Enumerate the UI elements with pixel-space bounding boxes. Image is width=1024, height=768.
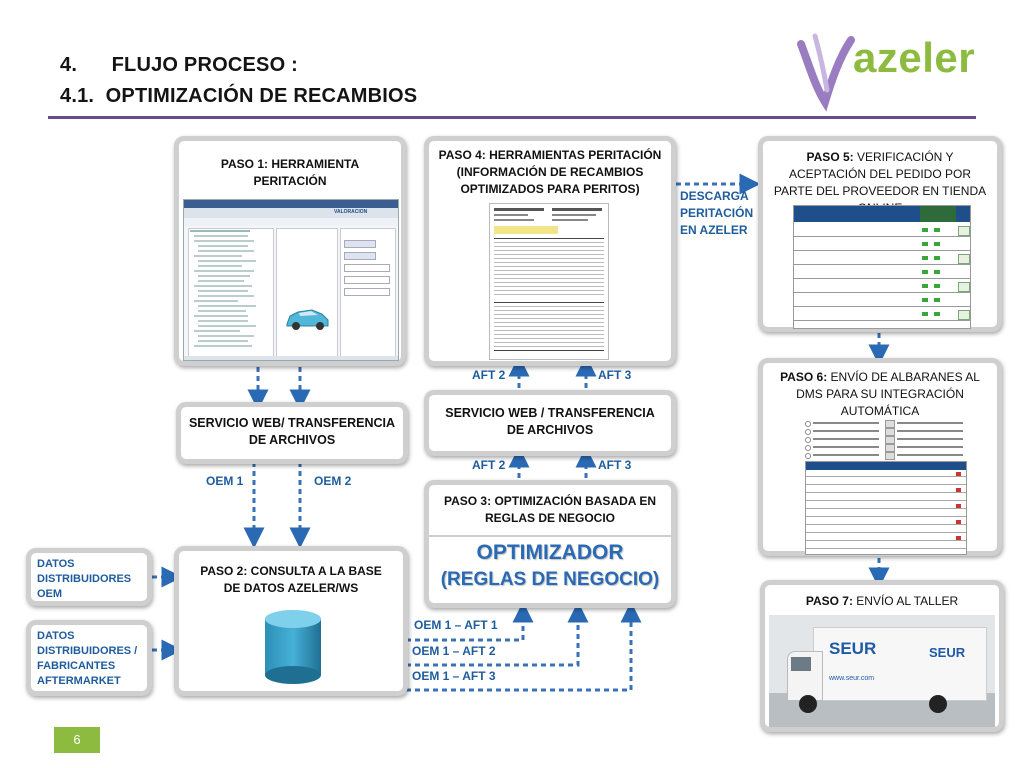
title-line-1: 4. FLUJO PROCESO : bbox=[60, 54, 298, 76]
paso3-box: PASO 3: OPTIMIZACIÓN BASADA EN REGLAS DE… bbox=[424, 480, 676, 608]
oem2-label: OEM 2 bbox=[314, 474, 352, 488]
servicio-web-mid-label: SERVICIO WEB / TRANSFERENCIA DE ARCHIVOS bbox=[445, 406, 655, 437]
oem1-label: OEM 1 bbox=[206, 474, 244, 488]
flow-oem1-aft2: OEM 1 – AFT 2 bbox=[412, 644, 496, 658]
logo-text: azeler bbox=[853, 34, 976, 81]
paso1-title: PASO 1: HERRAMIENTA PERITACIÓN bbox=[220, 157, 360, 188]
seur-logo-text: SEUR bbox=[829, 639, 877, 658]
database-icon bbox=[265, 610, 321, 684]
truck-wheel-rear bbox=[929, 695, 947, 713]
descarga-label: DESCARGA PERITACIÓN EN AZELER bbox=[680, 189, 754, 237]
servicio-web-mid-box: SERVICIO WEB / TRANSFERENCIA DE ARCHIVOS bbox=[424, 390, 676, 456]
datos-aft-box: DATOS DISTRIBUIDORES / FABRICANTES AFTER… bbox=[26, 620, 152, 696]
flow-oem1-aft1: OEM 1 – AFT 1 bbox=[414, 618, 498, 632]
servicio-web-left-label: SERVICIO WEB/ TRANSFERENCIA DE ARCHIVOS bbox=[188, 416, 396, 447]
azeler-logo: azeler bbox=[793, 20, 983, 112]
paso5-label: PASO 5: bbox=[806, 150, 854, 164]
paso4-title: PASO 4: HERRAMIENTAS PERITACIÓN (INFORMA… bbox=[438, 148, 662, 196]
order-table-screenshot bbox=[793, 205, 971, 329]
aft2-top-label: AFT 2 bbox=[472, 368, 506, 382]
paso7-title: PASO 7: ENVÍO AL TALLER bbox=[765, 593, 999, 610]
slide-number: 6 bbox=[54, 727, 100, 753]
paso7-label: PASO 7: bbox=[805, 594, 853, 608]
flow-oem1-aft3: OEM 1 – AFT 3 bbox=[412, 669, 496, 683]
paso1-box: PASO 1: HERRAMIENTA PERITACIÓN VALORACIO… bbox=[174, 136, 406, 366]
car-icon bbox=[286, 309, 329, 330]
paso3-title: PASO 3: OPTIMIZACIÓN BASADA EN REGLAS DE… bbox=[443, 494, 656, 525]
optimizador-line2: (REGLAS DE NEGOCIO) bbox=[440, 569, 660, 590]
seur-web-text: www.seur.com bbox=[829, 675, 875, 682]
peritacion-report-screenshot bbox=[489, 203, 609, 360]
albaran-provider-list bbox=[805, 419, 965, 460]
paso4-box: PASO 4: HERRAMIENTAS PERITACIÓN (INFORMA… bbox=[424, 136, 676, 366]
paso2-box: PASO 2: CONSULTA A LA BASE DE DATOS AZEL… bbox=[174, 546, 408, 696]
aft2-mid-label: AFT 2 bbox=[472, 458, 506, 472]
datos-oem-box: DATOS DISTRIBUIDORES OEM bbox=[26, 548, 152, 606]
title-line-2: 4.1. OPTIMIZACIÓN DE RECAMBIOS bbox=[60, 85, 418, 107]
peritacion-tool-screenshot: VALORACION bbox=[183, 199, 399, 361]
header-rule bbox=[48, 116, 976, 119]
delivery-truck-photo: SEUR SEUR www.seur.com bbox=[769, 615, 995, 727]
paso7-box: PASO 7: ENVÍO AL TALLER SEUR SEUR www.se… bbox=[760, 580, 1004, 732]
paso6-text: ENVÍO DE ALBARANES AL DMS PARA SU INTEGR… bbox=[796, 370, 980, 418]
aft3-top-label: AFT 3 bbox=[598, 368, 632, 382]
optimizador-line1: OPTIMIZADOR bbox=[476, 541, 624, 564]
datos-oem-label: DATOS DISTRIBUIDORES OEM bbox=[37, 558, 132, 600]
seur-logo-text-side: SEUR bbox=[929, 645, 966, 660]
paso7-text: ENVÍO AL TALLER bbox=[852, 594, 959, 608]
paso6-box: PASO 6: ENVÍO DE ALBARANES AL DMS PARA S… bbox=[758, 358, 1002, 556]
paso5-box: PASO 5: VERIFICACIÓN Y ACEPTACIÓN DEL PE… bbox=[758, 136, 1002, 332]
aft3-mid-label: AFT 3 bbox=[598, 458, 632, 472]
truck-wheel-front bbox=[799, 695, 817, 713]
datos-aft-label: DATOS DISTRIBUIDORES / FABRICANTES AFTER… bbox=[37, 630, 138, 687]
servicio-web-left-box: SERVICIO WEB/ TRANSFERENCIA DE ARCHIVOS bbox=[176, 402, 408, 464]
albaran-table-screenshot bbox=[805, 461, 967, 555]
paso6-label: PASO 6: bbox=[780, 370, 828, 384]
azeler-logo-mark-icon bbox=[797, 33, 855, 112]
paso6-title: PASO 6: ENVÍO DE ALBARANES AL DMS PARA S… bbox=[763, 369, 997, 420]
paso2-title: PASO 2: CONSULTA A LA BASE DE DATOS AZEL… bbox=[200, 564, 382, 595]
